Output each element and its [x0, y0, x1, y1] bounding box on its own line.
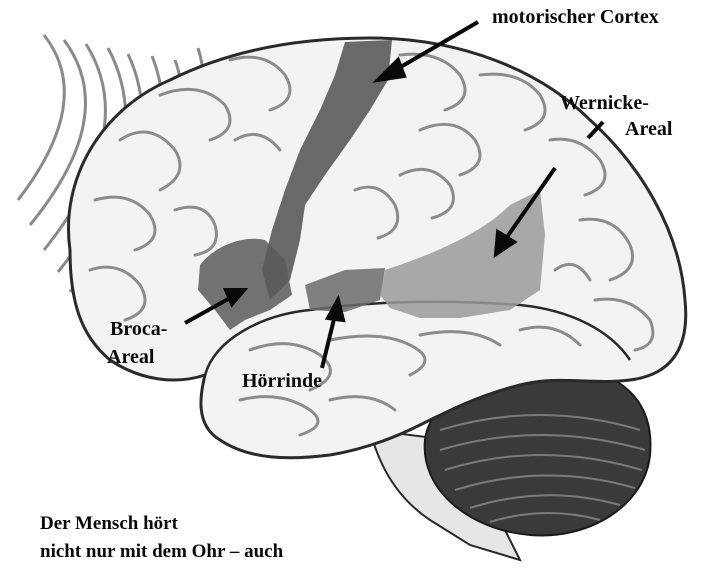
label-wernicke-line2: Areal — [625, 118, 672, 141]
label-broca-line2: Areal — [107, 346, 154, 369]
label-auditory-cortex: Hörrinde — [242, 370, 322, 393]
caption-line2: nicht nur mit dem Ohr – auch — [40, 540, 283, 563]
label-wernicke-line1: Wernicke- — [560, 92, 649, 115]
label-broca-line1: Broca- — [110, 318, 167, 341]
label-motor-cortex: motorischer Cortex — [492, 6, 659, 29]
caption-line1: Der Mensch hört — [40, 512, 178, 535]
